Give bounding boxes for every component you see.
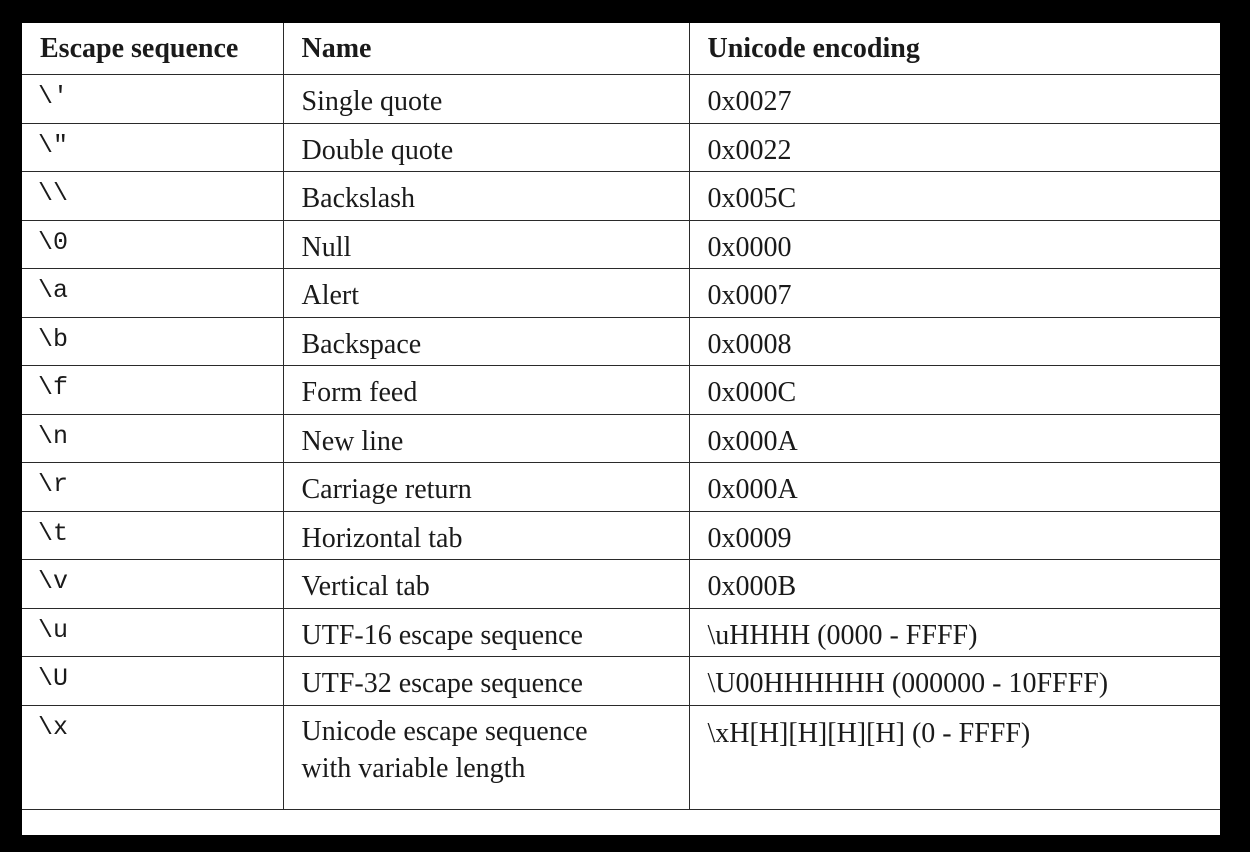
escape-sequence-cell: \b bbox=[22, 316, 284, 366]
encoding-cell: 0x0009 bbox=[688, 510, 1220, 560]
table-row: \′ Single quote 0x0027 bbox=[22, 74, 1220, 124]
name-cell: Backspace bbox=[282, 316, 690, 366]
encoding-cell: 0x000C bbox=[688, 365, 1220, 415]
name-cell: Double quote bbox=[282, 122, 690, 172]
name-line: with variable length bbox=[301, 752, 526, 784]
table-row: \x Unicode escape sequence with variable … bbox=[22, 704, 1220, 810]
encoding-cell: \xH[H][H][H][H] (0 - FFFF) bbox=[688, 704, 1220, 810]
table-row: \a Alert 0x0007 bbox=[22, 268, 1220, 318]
encoding-cell: 0x0022 bbox=[688, 122, 1220, 172]
escape-sequence-cell: \″ bbox=[22, 122, 284, 172]
table-row: \f Form feed 0x000C bbox=[22, 365, 1220, 415]
name-cell: Unicode escape sequence with variable len… bbox=[282, 704, 690, 810]
escape-sequence-cell: \r bbox=[22, 462, 284, 512]
escape-sequence-cell: \v bbox=[22, 559, 284, 609]
name-cell: Horizontal tab bbox=[282, 510, 690, 560]
table-row: \v Vertical tab 0x000B bbox=[22, 559, 1220, 609]
encoding-cell: \U00HHHHHH (000000 - 10FFFF) bbox=[688, 656, 1220, 706]
name-cell: Backslash bbox=[282, 171, 690, 221]
header-escape-sequence: Escape sequence bbox=[22, 23, 284, 75]
name-cell: Null bbox=[282, 219, 690, 269]
table-row: \r Carriage return 0x000A bbox=[22, 462, 1220, 512]
name-cell: Alert bbox=[282, 268, 690, 318]
table-row: \u UTF-16 escape sequence \uHHHH (0000 -… bbox=[22, 607, 1220, 657]
escape-sequence-cell: \0 bbox=[22, 219, 284, 269]
encoding-cell: 0x0027 bbox=[688, 74, 1220, 124]
encoding-cell: 0x0000 bbox=[688, 219, 1220, 269]
escape-sequence-cell: \t bbox=[22, 510, 284, 560]
table-row: \U UTF-32 escape sequence \U00HHHHHH (00… bbox=[22, 656, 1220, 706]
escape-sequence-cell: \′ bbox=[22, 74, 284, 124]
encoding-cell: \uHHHH (0000 - FFFF) bbox=[688, 607, 1220, 657]
table-row: \0 Null 0x0000 bbox=[22, 219, 1220, 269]
table-row: \b Backspace 0x0008 bbox=[22, 316, 1220, 366]
escape-sequence-cell: \a bbox=[22, 268, 284, 318]
encoding-cell: 0x000A bbox=[688, 413, 1220, 463]
name-cell: Single quote bbox=[282, 74, 690, 124]
table-row: \″ Double quote 0x0022 bbox=[22, 122, 1220, 172]
name-cell: Carriage return bbox=[282, 462, 690, 512]
name-line: Unicode escape sequence bbox=[301, 715, 588, 747]
name-cell: Form feed bbox=[282, 365, 690, 415]
escape-sequence-cell: \u bbox=[22, 607, 284, 657]
document-page: Escape sequence Name Unicode encoding \′… bbox=[22, 23, 1220, 835]
table-header-row: Escape sequence Name Unicode encoding bbox=[22, 23, 1220, 75]
escape-sequence-cell: \U bbox=[22, 656, 284, 706]
encoding-cell: 0x0008 bbox=[688, 316, 1220, 366]
header-name: Name bbox=[282, 23, 690, 75]
encoding-cell: 0x000A bbox=[688, 462, 1220, 512]
escape-sequence-cell: \n bbox=[22, 413, 284, 463]
encoding-cell: 0x000B bbox=[688, 559, 1220, 609]
escape-sequence-cell: \f bbox=[22, 365, 284, 415]
name-cell: New line bbox=[282, 413, 690, 463]
escape-sequence-cell: \\ bbox=[22, 171, 284, 221]
encoding-cell: 0x005C bbox=[688, 171, 1220, 221]
name-cell: UTF-32 escape sequence bbox=[282, 656, 690, 706]
encoding-cell: 0x0007 bbox=[688, 268, 1220, 318]
header-unicode-encoding: Unicode encoding bbox=[688, 23, 1220, 75]
escape-sequence-cell: \x bbox=[22, 704, 284, 810]
table-row: \t Horizontal tab 0x0009 bbox=[22, 510, 1220, 560]
name-cell: Vertical tab bbox=[282, 559, 690, 609]
table-row: \\ Backslash 0x005C bbox=[22, 171, 1220, 221]
escape-sequence-table: Escape sequence Name Unicode encoding \′… bbox=[22, 23, 1220, 810]
name-cell: UTF-16 escape sequence bbox=[282, 607, 690, 657]
table-row: \n New line 0x000A bbox=[22, 413, 1220, 463]
